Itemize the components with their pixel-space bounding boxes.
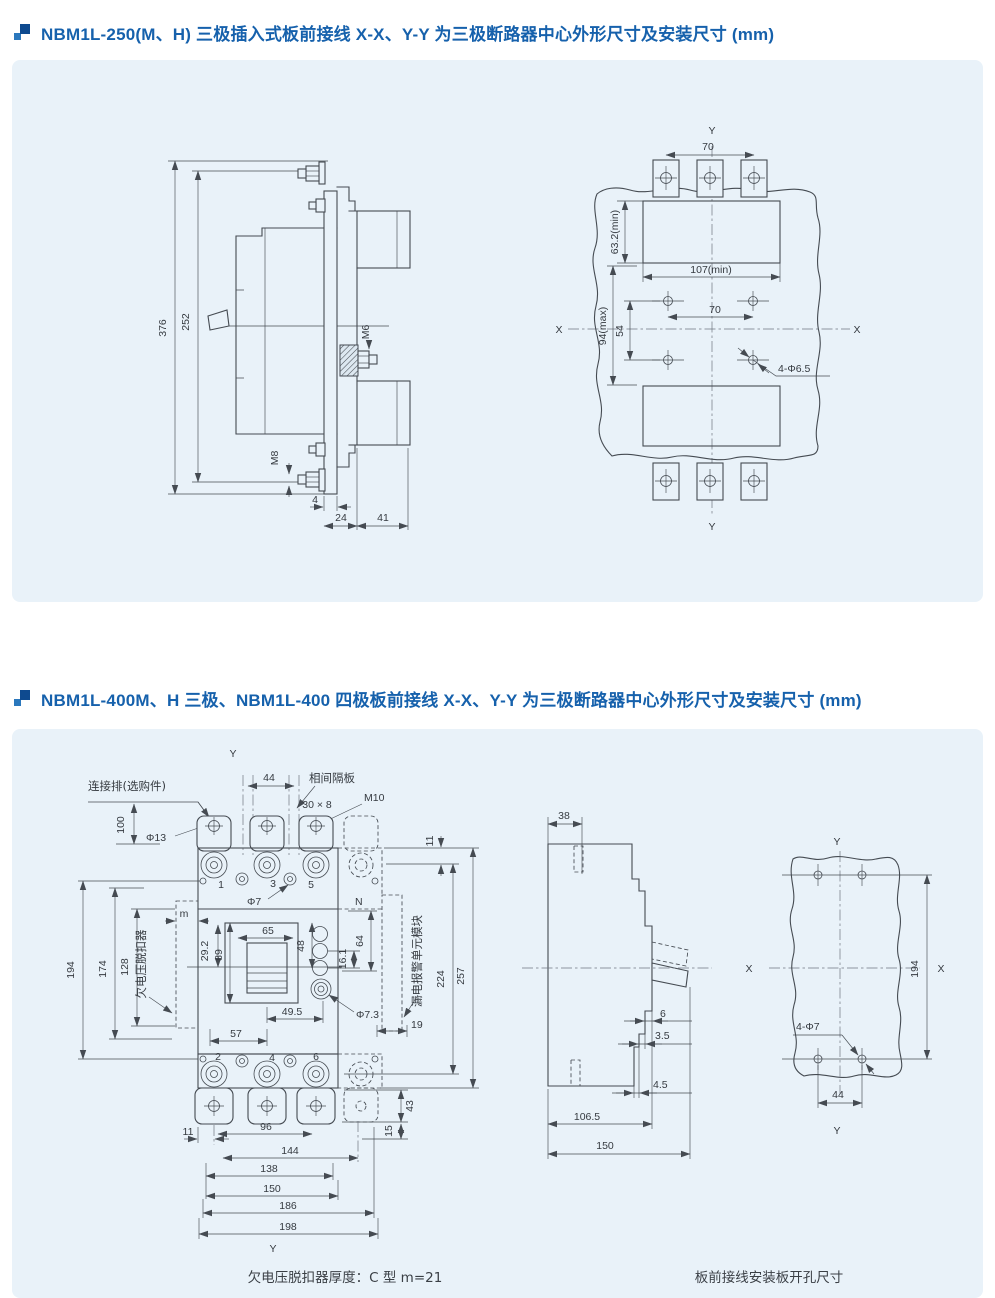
terminal-3: 3 — [270, 878, 276, 890]
dim-38: 38 — [558, 810, 570, 822]
section-bullet-icon — [14, 690, 31, 707]
dim-6: 6 — [660, 1008, 666, 1020]
dim-48: 48 — [295, 940, 307, 952]
section2-title: NBM1L-400M、H 三极、NBM1L-400 四极板前接线 X-X、Y-Y… — [41, 691, 862, 710]
terminal-4: 4 — [269, 1052, 275, 1064]
axis-y-top: Y — [708, 125, 715, 137]
section-bullet-icon — [14, 24, 31, 41]
section1-panel: 376 252 M6 M8 — [12, 60, 983, 602]
axis-x-right: X — [937, 963, 944, 975]
dim-96: 96 — [260, 1121, 272, 1133]
dim-174: 174 — [97, 960, 109, 978]
terminal-2: 2 — [215, 1051, 221, 1063]
dim-3-5: 3.5 — [655, 1030, 670, 1042]
dim-194-drill: 194 — [909, 960, 921, 978]
dim-186: 186 — [279, 1200, 297, 1212]
label-m6: M6 — [360, 325, 372, 340]
caption-undervoltage-thickness: 欠电压脱扣器厚度：C 型 m=21 — [248, 1270, 443, 1286]
dim-106-5: 106.5 — [574, 1111, 600, 1123]
dim-150-profile: 150 — [596, 1140, 614, 1152]
label-phi13: Φ13 — [146, 832, 166, 844]
terminal-5: 5 — [308, 879, 314, 891]
dim-252: 252 — [180, 313, 192, 331]
dim-107: 107(min) — [690, 264, 731, 276]
dim-44-drill: 44 — [832, 1089, 844, 1101]
dim-257: 257 — [455, 967, 467, 985]
dim-30x8: 30 × 8 — [302, 799, 332, 811]
dim-194: 194 — [65, 961, 77, 979]
dim-63-2: 63.2(min) — [609, 210, 621, 254]
section2-panel: Y 44 相间隔板 30 × 8 M10 连接排(选购件) 100 Φ13 — [12, 729, 983, 1298]
dim-24: 24 — [335, 512, 347, 524]
dim-44: 44 — [263, 772, 275, 784]
dim-m: m — [180, 908, 189, 920]
axis-x-left: X — [555, 324, 562, 336]
panel-cutout-view: Y X X 70 63.2(min) — [555, 125, 860, 533]
dim-144: 144 — [281, 1145, 299, 1157]
dim-11-top: 11 — [424, 835, 436, 846]
mounting-holes — [652, 291, 769, 370]
dim-57: 57 — [230, 1028, 242, 1040]
terminal-pads — [652, 159, 768, 501]
dim-138: 138 — [260, 1163, 278, 1175]
dim-70-mid: 70 — [709, 304, 721, 316]
label-4-phi7: 4-Φ7 — [796, 1021, 820, 1033]
label-phi7-3: Φ7.3 — [356, 1009, 379, 1021]
axis-x-left: X — [745, 963, 752, 975]
label-m10: M10 — [364, 792, 385, 804]
label-n: N — [355, 896, 363, 908]
dim-100: 100 — [115, 816, 127, 834]
dim-29-2: 29.2 — [199, 941, 211, 962]
mounting-drill-view: Y X X 194 4-Φ7 44 Y — [745, 836, 944, 1137]
dim-15: 15 — [383, 1125, 395, 1137]
axis-y-bottom: Y — [269, 1243, 276, 1255]
label-phi7: Φ7 — [247, 896, 261, 908]
terminal-1: 1 — [218, 879, 224, 891]
label-leakage-module: 漏电报警单元模块 — [410, 915, 424, 1007]
breaker-front-view: Y 44 相间隔板 30 × 8 M10 连接排(选购件) 100 Φ13 — [65, 748, 479, 1255]
dim-4: 4 — [312, 494, 318, 506]
dim-11-bottom: 11 — [183, 1126, 194, 1138]
dim-49-5: 49.5 — [282, 1006, 303, 1018]
dim-89: 89 — [213, 949, 225, 961]
dim-376: 376 — [157, 319, 169, 337]
dim-19: 19 — [411, 1019, 423, 1031]
dim-198: 198 — [279, 1221, 297, 1233]
section1-header: NBM1L-250(M、H) 三极插入式板前接线 X-X、Y-Y 为三极断路器中… — [0, 0, 995, 60]
dim-16-1: 16.1 — [337, 949, 349, 970]
dim-128: 128 — [119, 958, 131, 976]
label-4-phi65: 4-Φ6.5 — [778, 363, 810, 375]
label-busbar: 连接排(选购件) — [88, 779, 166, 793]
dim-64: 64 — [354, 935, 366, 947]
dim-43: 43 — [404, 1100, 416, 1112]
dim-70-top: 70 — [702, 141, 714, 153]
terminal-6: 6 — [313, 1051, 319, 1063]
label-m8: M8 — [269, 451, 281, 466]
axis-x-right: X — [853, 324, 860, 336]
label-undervoltage-release: 欠电压脱扣器 — [134, 929, 148, 998]
label-partition: 相间隔板 — [309, 771, 355, 785]
dim-224: 224 — [435, 970, 447, 988]
dim-94: 94(max) — [597, 307, 609, 346]
section2-header: NBM1L-400M、H 三极、NBM1L-400 四极板前接线 X-X、Y-Y… — [0, 602, 995, 729]
section1-title: NBM1L-250(M、H) 三极插入式板前接线 X-X、Y-Y 为三极断路器中… — [41, 25, 775, 44]
dim-150: 150 — [263, 1183, 281, 1195]
caption-drill-size: 板前接线安装板开孔尺寸 — [695, 1269, 844, 1286]
dim-54: 54 — [614, 325, 626, 337]
section1-drawing: 376 252 M6 M8 — [157, 125, 861, 533]
dim-41: 41 — [377, 512, 389, 524]
section2-drawing: Y 44 相间隔板 30 × 8 M10 连接排(选购件) 100 Φ13 — [65, 748, 945, 1286]
axis-y-top: Y — [833, 836, 840, 848]
axis-y-top: Y — [229, 748, 236, 760]
breaker-profile-view: 38 6 3.5 4.5 106.5 150 — [522, 810, 712, 1159]
dim-65: 65 — [262, 925, 274, 937]
dim-4-5: 4.5 — [653, 1079, 668, 1091]
axis-y-bottom: Y — [833, 1125, 840, 1137]
breaker-side-view: 376 252 M6 M8 — [157, 160, 411, 530]
axis-y-bottom: Y — [708, 521, 715, 533]
